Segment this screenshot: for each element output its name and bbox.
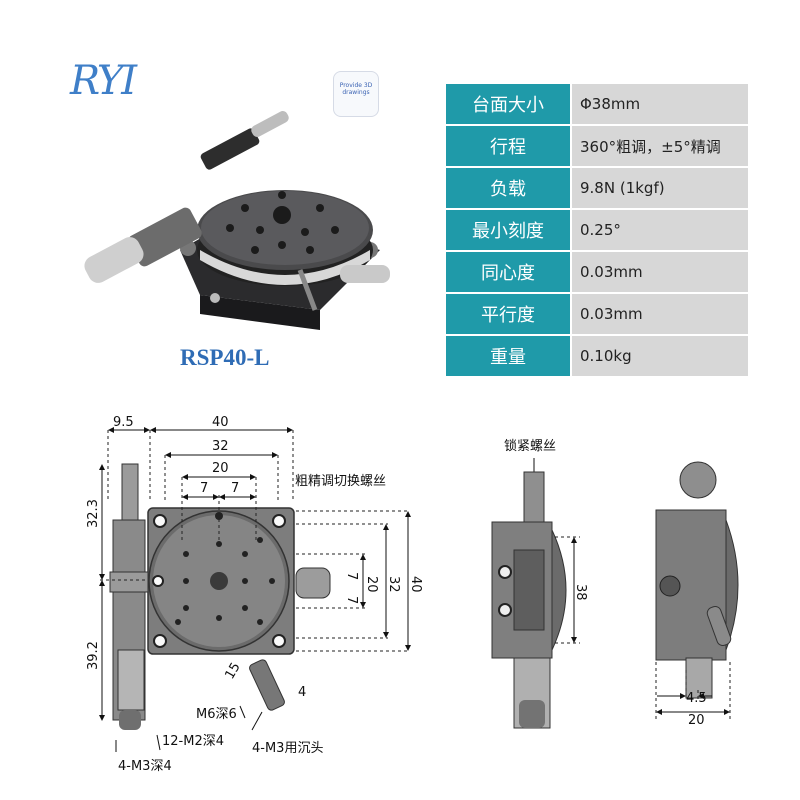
spec-label: 行程 — [446, 124, 572, 167]
technical-drawing: 9.5 40 32 20 7 7 32.3 39.2 7 7 20 32 40 … — [86, 415, 739, 774]
spec-value: 0.10kg — [571, 334, 748, 376]
side-view: 锁紧螺丝 38 — [491, 438, 588, 729]
dim-38: 38 — [573, 584, 588, 601]
spec-value: 0.25° — [571, 208, 748, 251]
spec-value: Φ38mm — [571, 82, 748, 125]
dim-7-a: 7 — [200, 481, 208, 496]
callout-m6: M6深6 — [196, 707, 237, 722]
dim-20-bottom: 20 — [688, 713, 705, 728]
dim-7-b: 7 — [231, 481, 239, 496]
spec-label: 最小刻度 — [446, 208, 572, 251]
spec-label: 负载 — [446, 166, 572, 209]
spec-label: 平行度 — [446, 292, 572, 335]
dim-32-r: 32 — [386, 576, 401, 593]
spec-value: 0.03mm — [571, 292, 748, 335]
spec-value: 360°粗调，±5°精调 — [571, 124, 748, 167]
dim-4: 4 — [298, 685, 306, 700]
dim-7-r2: 7 — [344, 596, 359, 604]
callout-m3-counter: 4-M3用沉头 — [252, 741, 323, 756]
spec-value: 0.03mm — [571, 250, 748, 293]
model-name: RSP40-L — [180, 345, 270, 370]
dim-32-top: 32 — [212, 439, 229, 454]
dim-40-top: 40 — [212, 415, 229, 430]
callout-m3: 4-M3深4 — [118, 759, 172, 774]
dim-20-top: 20 — [212, 461, 229, 476]
rear-view: 4.5 20 — [655, 461, 739, 728]
spec-value: 9.8N (1kgf) — [571, 166, 748, 209]
dim-15: 15 — [222, 660, 243, 682]
callout-lock-screw: 锁紧螺丝 — [504, 438, 556, 454]
top-view: 9.5 40 32 20 7 7 32.3 39.2 7 7 20 32 40 … — [86, 415, 423, 774]
product-photo — [84, 111, 390, 330]
callout-m2: 12-M2深4 — [162, 734, 224, 749]
callout-switch-screw: 粗精调切换螺丝 — [295, 474, 386, 489]
dim-40-r: 40 — [408, 576, 423, 593]
3d-drawings-badge: Provide 3D drawings — [333, 71, 379, 117]
dim-7-r1: 7 — [344, 572, 359, 580]
spec-label: 台面大小 — [446, 82, 572, 125]
dim-4-5: 4.5 — [686, 691, 707, 706]
dim-9-5: 9.5 — [113, 415, 134, 430]
spec-label: 重量 — [446, 334, 572, 376]
dim-39-2: 39.2 — [86, 641, 101, 670]
spec-label: 同心度 — [446, 250, 572, 293]
dim-32-3: 32.3 — [86, 499, 101, 528]
brand-logo: RYI — [70, 58, 137, 104]
dim-20-r: 20 — [364, 576, 379, 593]
